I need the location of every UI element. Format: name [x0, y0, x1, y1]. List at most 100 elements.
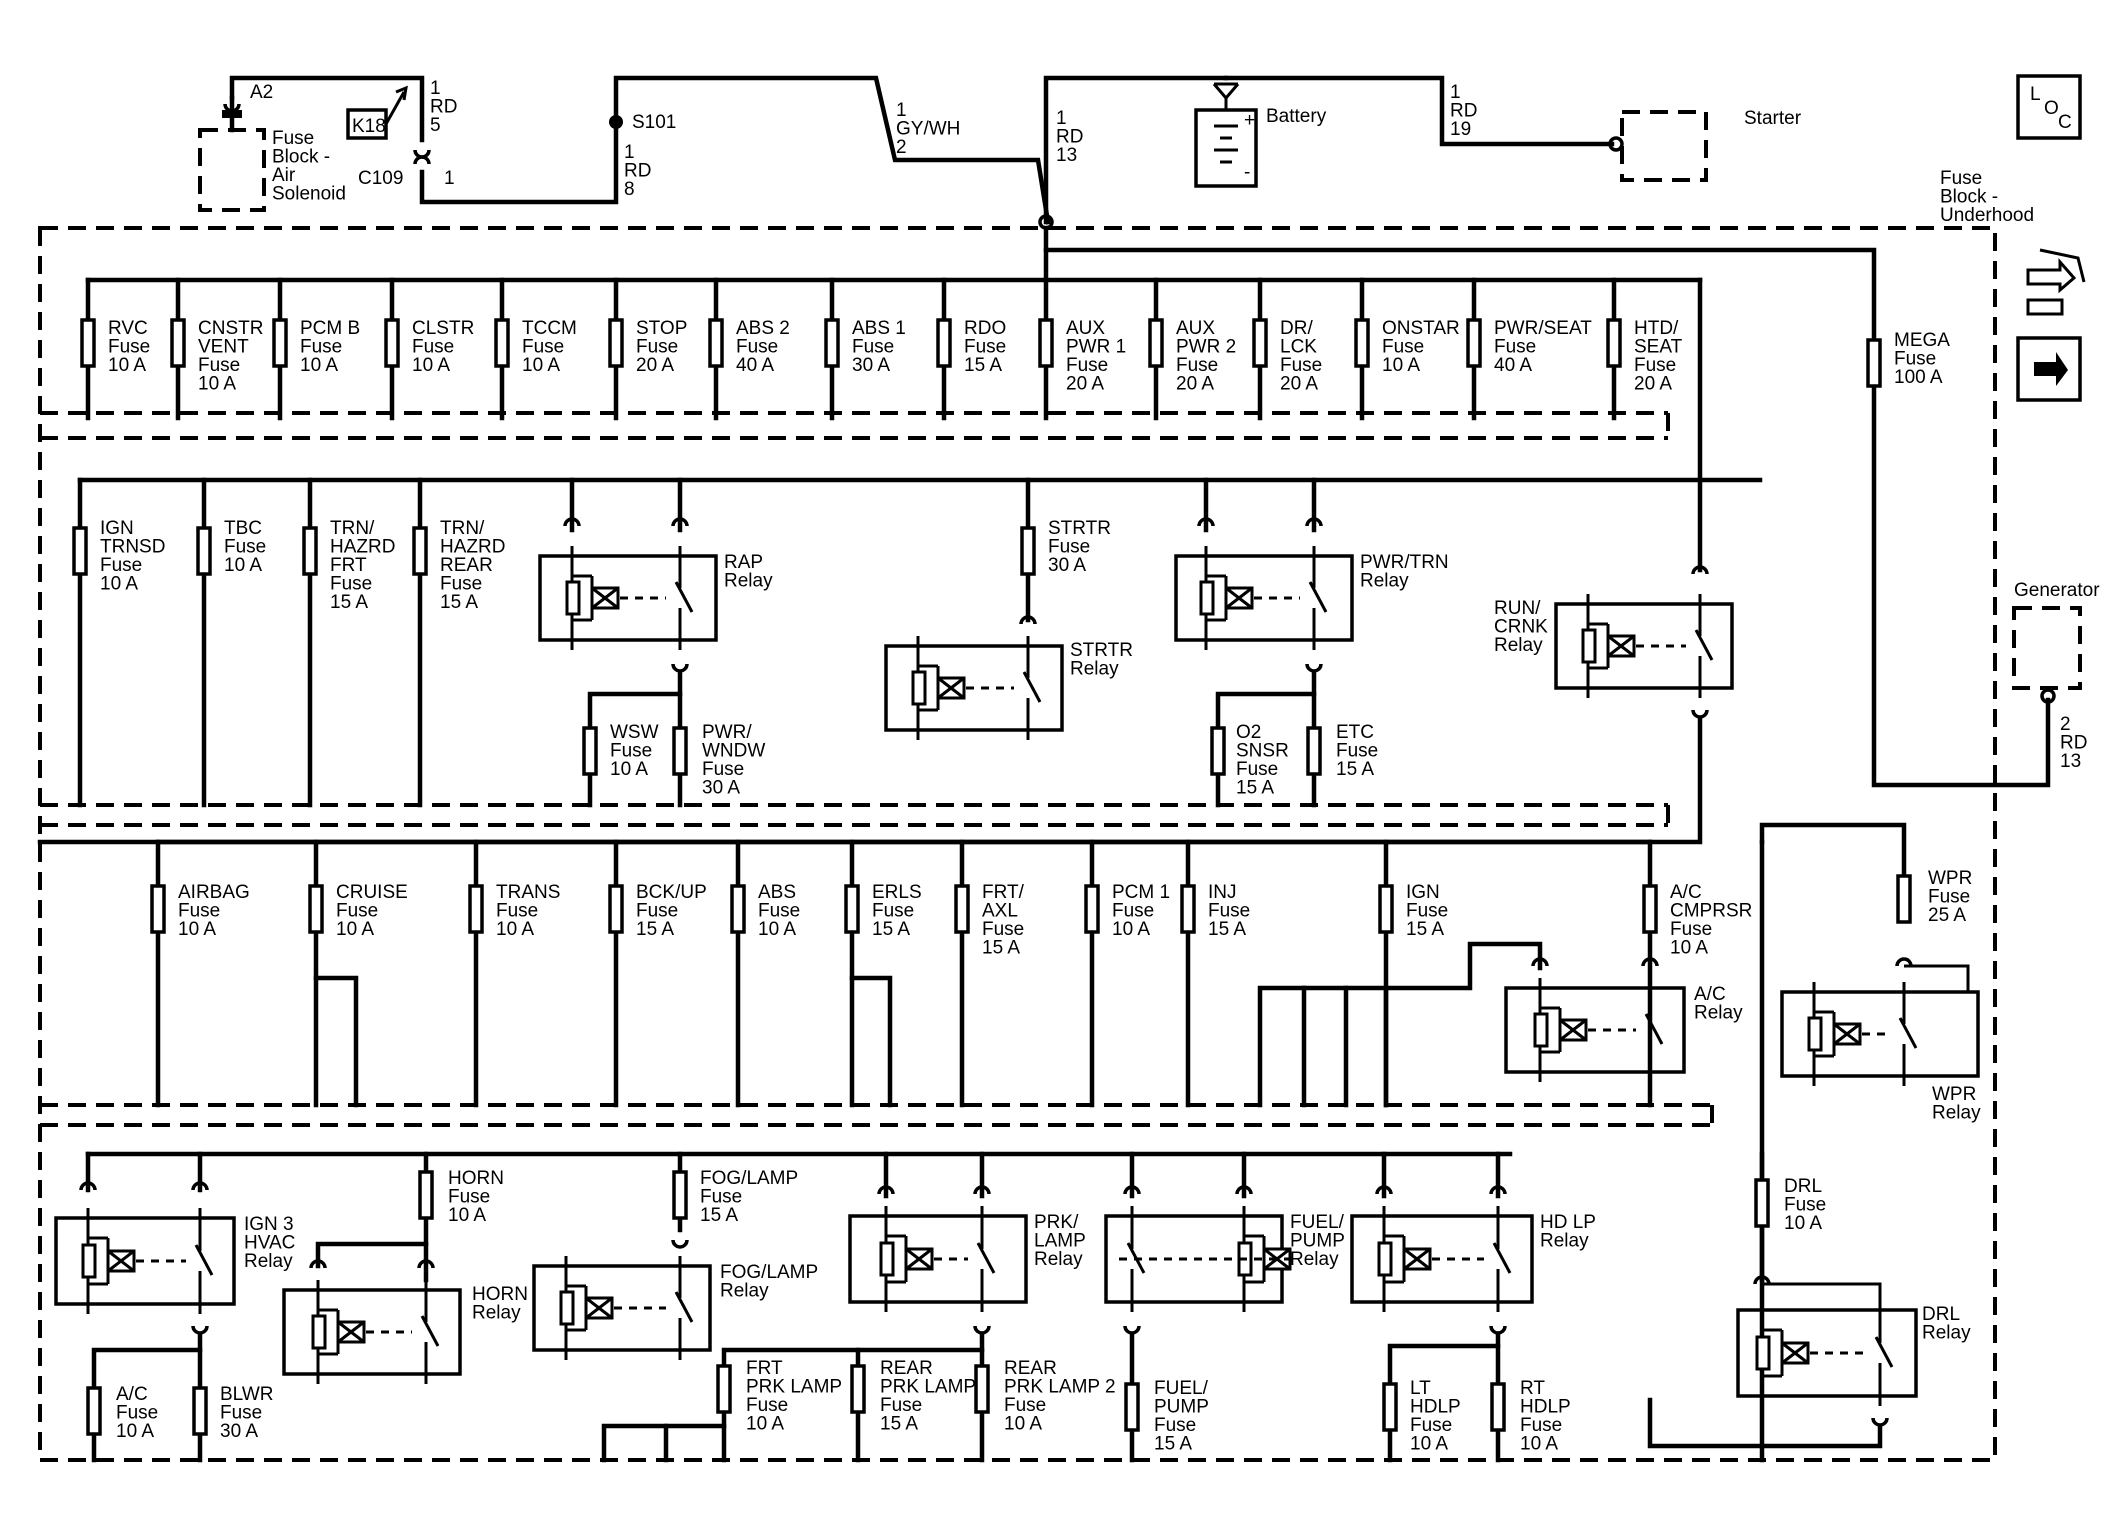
wire-rd19-label-line: 1: [1450, 82, 1461, 103]
arrow-right-icon: [2016, 336, 2082, 402]
relay-pin: [671, 663, 689, 673]
row2-fuse-label-line: WSW: [610, 722, 659, 743]
row4-fuse-label-line: Fuse: [448, 1187, 490, 1208]
row2-fuse-label-line: FRT: [330, 555, 367, 576]
row2-fuse-label-line: Fuse: [100, 555, 142, 576]
row1-fuse-label-line: Fuse: [108, 337, 150, 358]
fuse-strtr: [1020, 526, 1036, 576]
row1-fuse-label-line: Fuse: [300, 337, 342, 358]
prk-lamp-relay-label-line: PRK/: [1034, 1212, 1079, 1233]
row1-fuse-label-line: CLSTR: [412, 318, 474, 339]
wire: [721, 1347, 985, 1463]
generator-wire-label-line: RD: [2060, 733, 2087, 754]
row1-fuse-label-line: Fuse: [1066, 355, 1108, 376]
ign3-hvac-relay-switch-blade: [194, 1244, 214, 1276]
row4-fuse-label-line: Fuse: [1784, 1195, 1826, 1216]
fuse-row1: [708, 318, 724, 368]
fuse-wpr: [1896, 874, 1912, 924]
row3-fuse-label-line: AIRBAG: [178, 882, 250, 903]
row1-fuse-label-line: Fuse: [736, 337, 778, 358]
row3-fuse-label-line: Fuse: [636, 901, 678, 922]
generator-wire-label-line: 2: [2060, 714, 2071, 735]
wire-rd19-label-line: 19: [1450, 119, 1471, 140]
rap-relay-switch-blade: [674, 581, 694, 613]
relay-pin: [671, 517, 689, 527]
row2-fuse-label-line: 15 A: [330, 592, 368, 613]
row3-fuse-label-line: ABS: [758, 882, 796, 903]
drl-relay-label-line: DRL: [1922, 1304, 1960, 1325]
wire-rd8-label-line: 1: [624, 142, 635, 163]
row4-fuse-label-line: DRL: [1784, 1176, 1822, 1197]
row1-fuse-label-line: Fuse: [412, 337, 454, 358]
row4-fuse-label-line: 10 A: [1004, 1414, 1042, 1435]
wpr-relay-label-line: Relay: [1932, 1103, 1981, 1124]
fuse-row1: [824, 318, 840, 368]
relay-pin: [1691, 565, 1709, 575]
horn-relay-switch-blade: [420, 1315, 440, 1347]
fuse-row1: [1148, 318, 1164, 368]
relay-pin: [417, 1259, 435, 1269]
fog-lamp-relay-resistor: [559, 1290, 575, 1326]
wire: [849, 975, 893, 1108]
row3-fuse-label-line: 10 A: [1670, 938, 1708, 959]
strtr-relay-coil-x: [937, 676, 965, 700]
relay-pin: [563, 517, 581, 527]
row3-fuse-label-line: 10 A: [178, 919, 216, 940]
fuse-row1: [1038, 318, 1054, 368]
row3-fuse-label-line: Fuse: [336, 901, 378, 922]
starter-label: Starter: [1744, 108, 1802, 129]
fuse-ac: [86, 1386, 102, 1436]
wire: [315, 1241, 429, 1269]
rap-relay-body: [538, 554, 718, 642]
fuse-row3: [150, 884, 166, 934]
fuse-row1: [936, 318, 952, 368]
row4-fuse-label-line: PUMP: [1154, 1397, 1209, 1418]
relay-pin: [1305, 517, 1323, 527]
mega-fuse-label-line: Fuse: [1894, 349, 1936, 370]
starter-symbol: [1620, 110, 1708, 182]
mega-fuse-label-line: MEGA: [1894, 330, 1950, 351]
row2-fuse-label-line: TRNSD: [100, 537, 165, 558]
wire-rd13: [1043, 75, 1229, 225]
fog-lamp-relay-coil-x: [585, 1296, 613, 1320]
row1-fuse-label-line: Fuse: [1494, 337, 1536, 358]
fuse-row2: [412, 526, 428, 576]
prk-lamp-relay-coil-x: [905, 1247, 933, 1271]
wire: [1647, 1397, 1883, 1449]
fuse-row3: [308, 884, 324, 934]
row1-fuse-label-line: 40 A: [736, 355, 774, 376]
fuse-o2-snsr: [1210, 726, 1226, 776]
components: [38, 74, 2086, 1462]
wire: [1904, 964, 1970, 992]
pwr-trn-relay-switch-blade: [1308, 581, 1328, 613]
row4-fuse-label-line: REAR: [880, 1358, 933, 1379]
rap-relay-label-line: Relay: [724, 571, 773, 592]
row3-fuse-label-line: A/C: [1670, 882, 1702, 903]
row4-fuse-label-line: 15 A: [700, 1205, 738, 1226]
row3-fuse-label-line: 15 A: [872, 919, 910, 940]
row1-fuse-label-line: Fuse: [522, 337, 564, 358]
fuse-blwr: [192, 1386, 208, 1436]
strtr-relay-resistor: [911, 670, 927, 706]
wpr-relay-switch-blade: [1898, 1017, 1918, 1049]
row1-fuse-label-line: ONSTAR: [1382, 318, 1460, 339]
row1-fuse-label-line: Fuse: [636, 337, 678, 358]
row3-fuse-label-line: Fuse: [1670, 919, 1712, 940]
row4-fuse-label-line: 15 A: [880, 1414, 918, 1435]
